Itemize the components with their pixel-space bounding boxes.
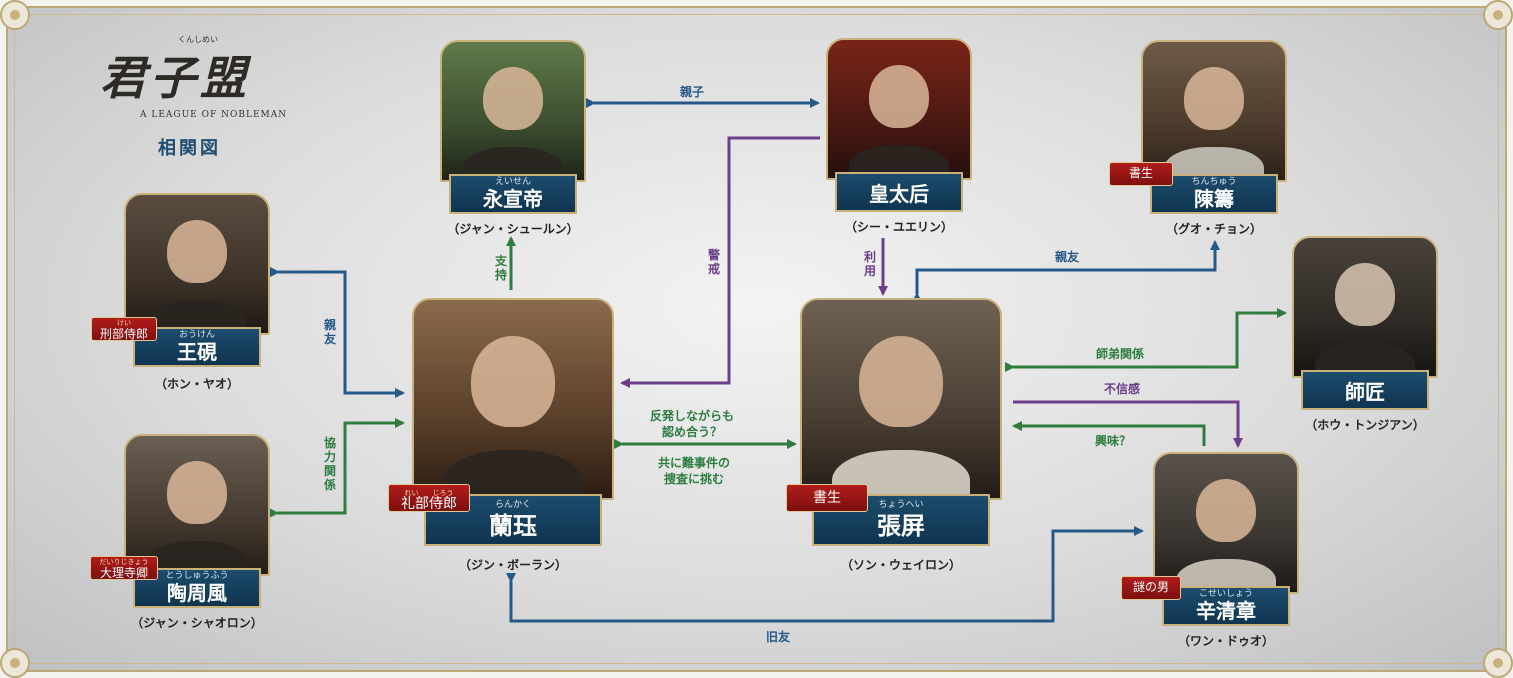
character-portrait — [1141, 40, 1287, 182]
actor-name: （ホウ・トンジアン） — [1305, 418, 1425, 432]
actor-name: （シー・ユエリン） — [844, 220, 953, 234]
label-hanpatsu: 反発しながらも 認め合う？ — [650, 409, 735, 439]
link-shitei — [1005, 308, 1287, 372]
role-tag: 書生 — [1109, 162, 1173, 186]
actor-name: （ジャン・シャオロン） — [131, 616, 263, 630]
corner-ornament — [1483, 0, 1513, 30]
role-tag: けい刑部侍郎 — [91, 317, 157, 341]
link-kyoryoku — [269, 418, 405, 518]
name-plate: おうけん 王硯 — [133, 327, 261, 367]
link-kyuyu — [506, 526, 1144, 623]
link-fushinkan — [1013, 400, 1243, 448]
label-kyomi: 興味？ — [1095, 434, 1132, 448]
character-name: 辛清章 — [1196, 599, 1256, 623]
character-portrait — [1292, 236, 1438, 378]
name-ruby: ちんちゅう — [1191, 177, 1237, 187]
role-tag: れい じろう礼部侍郎 — [388, 484, 470, 512]
logo-ruby: くんしめい — [178, 35, 218, 44]
link-shinyu-wang — [270, 267, 405, 398]
label-riyou: 利用 — [863, 250, 876, 278]
label-kyoryoku: 協力関係 — [323, 436, 336, 492]
name-ruby: とうしゅうふう — [165, 571, 229, 581]
corner-ornament — [0, 648, 30, 678]
character-name: 張屏 — [877, 511, 925, 540]
role-tag: 書生 — [786, 484, 868, 512]
character-name: 王硯 — [177, 340, 217, 364]
name-plate: とうしゅうふう 陶周風 — [133, 568, 261, 608]
character-portrait — [800, 298, 1002, 500]
character-name: 蘭珏 — [489, 511, 537, 540]
label-kyuyu: 旧友 — [766, 630, 791, 644]
role-tag: だいりじきょう大理寺卿 — [90, 556, 158, 580]
label-fushinkan: 不信感 — [1104, 382, 1141, 396]
name-ruby: ちょうへい — [878, 500, 924, 510]
character-name: 陶周風 — [167, 581, 227, 605]
role-tag: 謎の男 — [1121, 576, 1181, 600]
logo-title: 君子盟 — [100, 51, 250, 105]
label-keikai: 警戒 — [707, 248, 720, 276]
character-name: 師匠 — [1345, 380, 1385, 404]
corner-ornament — [0, 0, 30, 30]
actor-name: （ジン・ボーラン） — [458, 558, 567, 572]
name-ruby: らんかく — [494, 500, 531, 510]
corner-ornament — [1483, 648, 1513, 678]
link-keikai — [620, 136, 820, 388]
link-shinyu-chen — [912, 240, 1220, 302]
logo-subtitle: A LEAGUE OF NOBLEMAN — [140, 110, 288, 120]
actor-name: （ソン・ウェイロン） — [840, 558, 961, 572]
character-portrait — [412, 298, 614, 500]
name-plate: 皇太后 — [835, 172, 963, 212]
name-ruby: えいせん — [494, 177, 531, 187]
character-portrait — [826, 38, 972, 180]
actor-name: （グオ・チョン） — [1165, 222, 1262, 236]
character-portrait — [440, 40, 586, 182]
label-shitei: 師弟関係 — [1096, 347, 1145, 361]
character-name: 永宣帝 — [483, 187, 543, 211]
name-ruby: おうけん — [178, 330, 215, 340]
name-plate: えいせん 永宣帝 — [449, 174, 577, 214]
diagram-title: 相関図 — [158, 138, 221, 159]
actor-name: （ホン・ヤオ） — [154, 377, 239, 391]
name-ruby: こせいしょう — [1198, 589, 1253, 599]
character-portrait — [1153, 452, 1299, 594]
character-name: 皇太后 — [869, 182, 929, 206]
name-plate: らんかく 蘭珏 — [424, 494, 602, 546]
link-kyomi — [1012, 421, 1206, 446]
name-plate: こせいしょう 辛清章 — [1162, 586, 1290, 626]
character-name: 陳籌 — [1194, 187, 1234, 211]
inner-frame — [14, 14, 1499, 664]
character-portrait — [124, 434, 270, 576]
label-shinyu-wang: 親友 — [323, 318, 336, 346]
label-shiji: 支持 — [494, 254, 507, 282]
name-plate: 師匠 — [1301, 370, 1429, 410]
label-tomoni: 共に難事件の 捜査に挑む — [658, 456, 731, 486]
actor-name: （ジャン・シュールン） — [447, 222, 579, 236]
label-shinyu-chen: 親友 — [1055, 250, 1080, 264]
actor-name: （ワン・ドゥオ） — [1177, 634, 1274, 648]
character-portrait — [124, 193, 270, 335]
label-oyako: 親子 — [680, 85, 705, 99]
